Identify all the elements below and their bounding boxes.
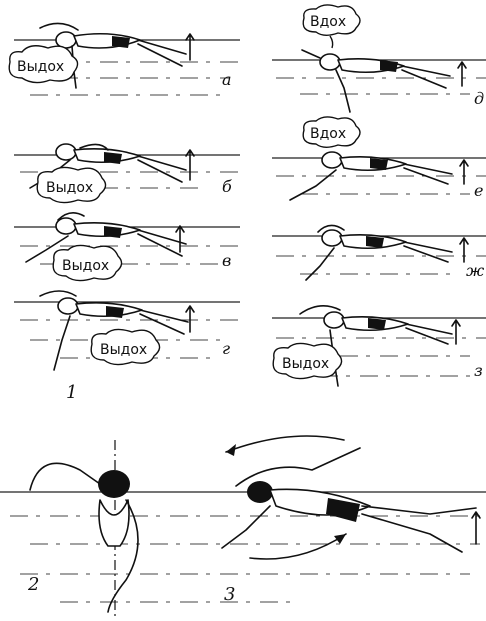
label-a: а (222, 70, 232, 89)
bubble-d: Вдох (303, 5, 360, 48)
figure-number-2: 2 (27, 574, 39, 595)
panel-d: Вдох д (272, 5, 486, 112)
bubble-g-text: Выдох (100, 342, 147, 358)
figure-number-1: 1 (66, 382, 77, 403)
panel-b: Выдох б (14, 144, 240, 203)
bubble-e-text: Вдох (310, 126, 346, 142)
label-z: з (474, 361, 483, 380)
panel-v: Выдох в (14, 213, 240, 281)
panel-a: Выдох а (9, 23, 240, 95)
panel-e: Вдох е (272, 117, 486, 200)
label-g: г (222, 339, 230, 358)
swimmer-frontal (30, 440, 138, 620)
panel-z: Выдох з (272, 306, 486, 386)
bubble-g: Выдох (91, 329, 159, 364)
bubble-d-text: Вдох (310, 14, 346, 30)
label-e: е (474, 181, 483, 200)
bubble-z-text: Выдох (282, 356, 329, 372)
bubble-e: Вдох (303, 117, 360, 147)
bubble-a-text: Выдох (17, 59, 64, 75)
panel-zh: ж (272, 225, 486, 280)
label-d: д (474, 89, 484, 108)
figure-number-3: 3 (224, 584, 235, 605)
bubble-a: Выдох (9, 46, 77, 83)
bubble-z: Выдох (273, 343, 341, 378)
bubble-v: Выдох (53, 245, 121, 280)
bubble-b-text: Выдох (46, 180, 93, 196)
swimmer-d (302, 50, 450, 112)
panel-g: Выдох г (14, 291, 240, 370)
label-b: б (222, 177, 232, 196)
swimmer-side (222, 436, 480, 559)
bubble-v-text: Выдох (62, 258, 109, 274)
swimmer-zh (306, 225, 452, 280)
label-zh: ж (466, 261, 485, 280)
bubble-b: Выдох (37, 167, 105, 202)
label-v: в (222, 251, 231, 270)
